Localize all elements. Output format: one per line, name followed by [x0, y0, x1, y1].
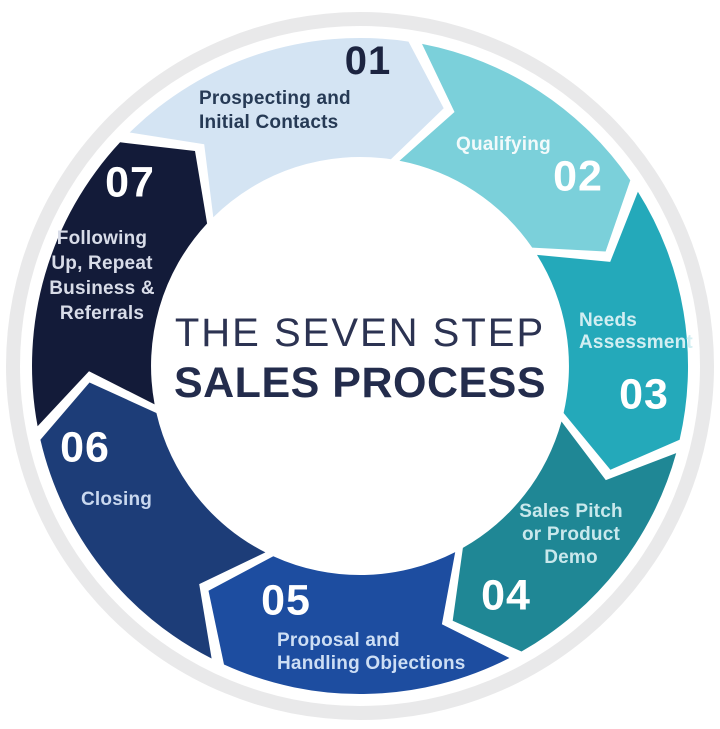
step-3-number: 03 — [619, 370, 669, 419]
step-2-label: Qualifying — [456, 134, 551, 155]
step-2-number: 02 — [553, 152, 603, 201]
step-1-number: 01 — [344, 39, 392, 83]
step-4-number: 04 — [481, 571, 531, 620]
center-title-line1: THE SEVEN STEP — [174, 311, 546, 355]
step-3-label: Needs Assessment — [579, 310, 693, 353]
segment-02 — [399, 43, 631, 252]
step-5-label: Proposal and Handling Objections — [277, 630, 466, 674]
segment-05 — [208, 552, 510, 695]
step-6-label: Closing — [81, 489, 153, 510]
step-6-number: 06 — [60, 423, 110, 472]
segment-06 — [40, 382, 266, 659]
step-1-label: Prospecting and Initial Contacts — [199, 88, 351, 133]
segment-03 — [537, 191, 689, 470]
step-5-number: 05 — [261, 576, 311, 625]
center-title-line2: SALES PROCESS — [173, 359, 547, 407]
segment-01 — [129, 38, 444, 218]
step-7-label: Following Up, Repeat Business & Referral… — [49, 228, 155, 324]
segment-04 — [452, 421, 677, 652]
step-7-number: 07 — [105, 158, 155, 207]
step-4-label: Sales Pitch or Product Demo — [519, 501, 623, 568]
segment-07 — [32, 142, 208, 427]
center-title: THE SEVEN STEP SALES PROCESS — [100, 311, 620, 408]
